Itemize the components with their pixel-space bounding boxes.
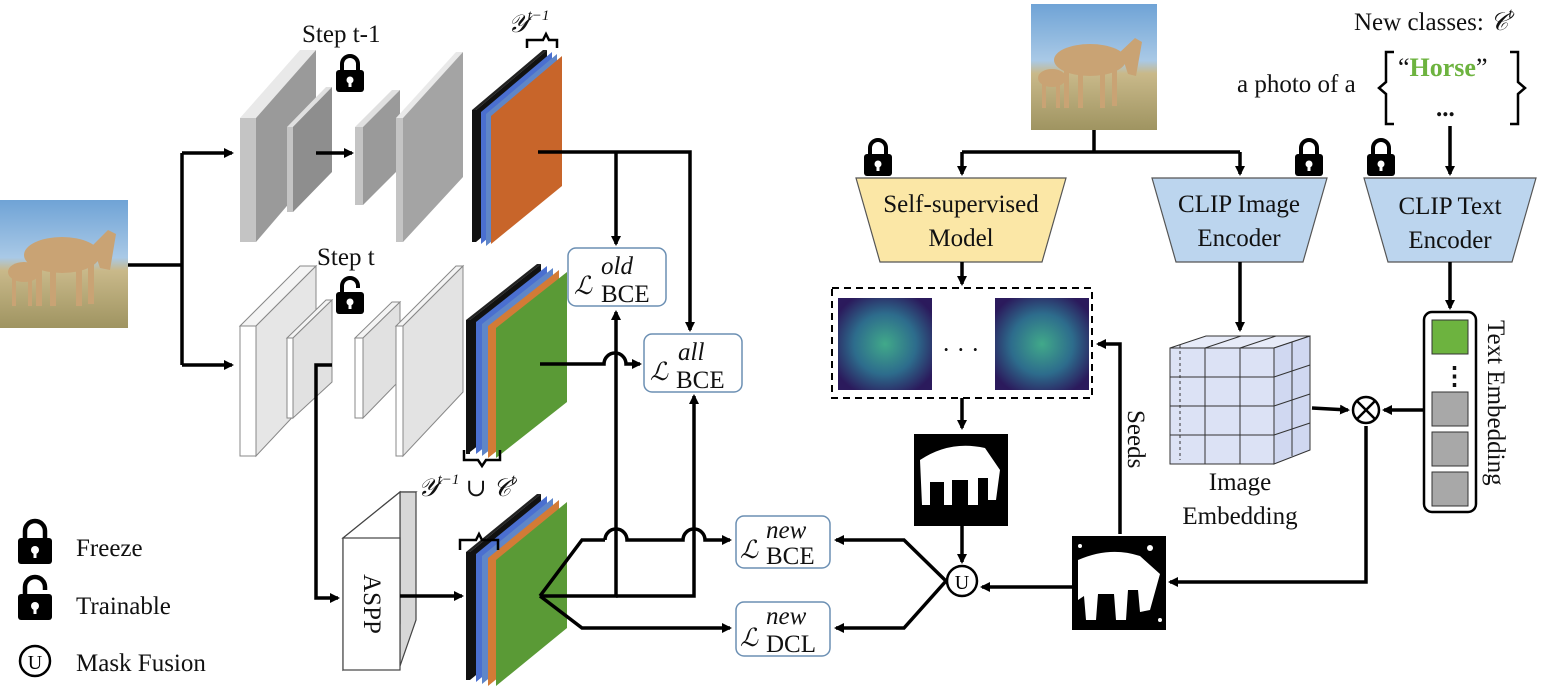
svg-text:⋮: ⋮ xyxy=(1442,363,1467,390)
unlock-icon xyxy=(18,574,52,620)
svg-text:Model: Model xyxy=(928,225,993,252)
svg-text:CLIP Image: CLIP Image xyxy=(1178,191,1300,218)
mask-fusion-node: U xyxy=(945,564,979,598)
binary-mask-clip xyxy=(1072,536,1166,630)
attention-maps-panel: · · · xyxy=(831,287,1093,399)
binary-mask-self-supervised xyxy=(914,434,1008,526)
svg-text:ℒ: ℒ xyxy=(650,359,669,386)
input-image xyxy=(0,200,128,328)
brace-prev xyxy=(525,31,559,48)
svg-text:ℒ: ℒ xyxy=(740,537,759,564)
attention-map-1 xyxy=(838,298,932,390)
self-supervised-model: Self-supervised Model xyxy=(855,177,1067,263)
maps-dots: · · · xyxy=(942,337,979,364)
svg-text:new: new xyxy=(766,517,807,544)
step-cur-network xyxy=(238,264,465,458)
loss-connectors xyxy=(538,150,948,633)
loss-all-box: ℒ all BCE xyxy=(643,333,743,394)
image-embedding-label-2: Embedding xyxy=(1182,503,1298,530)
step-prev-label: Step t-1 xyxy=(302,21,380,48)
svg-text:BCE: BCE xyxy=(601,281,650,308)
text-embedding-label: Text Embedding xyxy=(1482,320,1509,486)
input-connectors xyxy=(128,148,234,370)
lock-icon xyxy=(18,518,52,564)
embedding-connectors xyxy=(1311,262,1455,415)
clip-text-encoder: CLIP Text Encoder xyxy=(1363,177,1537,263)
svg-text:U: U xyxy=(955,572,970,594)
seeds-label: Seeds xyxy=(1122,410,1149,468)
brace-cur xyxy=(462,450,502,469)
legend-freeze-label: Freeze xyxy=(76,535,143,562)
prompt-right-brace xyxy=(1510,50,1527,126)
step-prev-network xyxy=(240,50,463,242)
aspp-label: ASPP xyxy=(358,574,385,634)
aspp-block: ASPP xyxy=(341,490,418,672)
prompt-ellipsis: ... xyxy=(1436,95,1455,122)
brace-aspp xyxy=(458,531,500,550)
y-union-label: 𝒴t−1 ∪ 𝒞t xyxy=(418,472,518,502)
svg-text:ℒ: ℒ xyxy=(574,273,593,300)
step-cur-output-maps xyxy=(466,264,567,458)
step-prev-output-maps xyxy=(472,50,562,246)
svg-text:ℒ: ℒ xyxy=(740,625,759,652)
step-cur-label: Step t xyxy=(317,244,375,271)
horse-silhouette xyxy=(8,230,116,306)
new-classes-label: New classes: 𝒞t xyxy=(1354,6,1515,36)
svg-text:Encoder: Encoder xyxy=(1197,225,1281,252)
image-embedding-cube xyxy=(1169,335,1311,465)
svg-text:BCE: BCE xyxy=(676,367,725,394)
top-horse-image xyxy=(1031,4,1157,130)
svg-text:Encoder: Encoder xyxy=(1408,227,1492,254)
unlock-icon xyxy=(336,276,364,314)
svg-text:DCL: DCL xyxy=(766,631,816,658)
aspp-output-maps xyxy=(466,494,567,686)
prompt-class-horse: “Horse” xyxy=(1398,53,1488,82)
svg-text:Self-supervised: Self-supervised xyxy=(883,191,1039,218)
multiply-node xyxy=(1351,395,1381,425)
svg-text:old: old xyxy=(601,253,633,280)
clip-image-encoder: CLIP Image Encoder xyxy=(1151,177,1328,263)
legend-mask-fusion-label: Mask Fusion xyxy=(76,650,206,677)
loss-old-box: ℒ old BCE xyxy=(567,247,667,308)
text-embedding-horse xyxy=(1431,319,1469,355)
attention-map-2 xyxy=(995,298,1089,390)
lock-icon xyxy=(336,54,364,92)
legend: Freeze Trainable U Mask Fusion xyxy=(18,518,206,678)
svg-text:new: new xyxy=(766,603,807,630)
prompt-left-brace xyxy=(1377,50,1394,126)
text-embedding-column: ⋮ xyxy=(1422,310,1478,514)
lock-icon xyxy=(1367,138,1395,176)
top-image-connectors xyxy=(957,130,1245,176)
svg-text:CLIP Text: CLIP Text xyxy=(1398,193,1501,220)
svg-text:all: all xyxy=(678,339,704,366)
svg-text:U: U xyxy=(28,652,43,674)
lock-icon xyxy=(864,138,892,176)
lock-icon xyxy=(1295,138,1323,176)
mask-fusion-icon: U xyxy=(18,644,52,678)
aspp-connectors xyxy=(314,363,464,603)
svg-text:BCE: BCE xyxy=(766,543,815,570)
clip-mask-connectors xyxy=(980,339,1368,592)
loss-new-dcl-box: ℒ new DCL xyxy=(735,601,831,658)
loss-new-bce-box: ℒ new BCE xyxy=(735,515,831,570)
prompt-prefix: a photo of a xyxy=(1237,71,1356,98)
y-prev-label: 𝒴t−1 xyxy=(508,8,549,38)
image-embedding-label-1: Image xyxy=(1209,469,1271,496)
legend-trainable-label: Trainable xyxy=(76,593,171,620)
